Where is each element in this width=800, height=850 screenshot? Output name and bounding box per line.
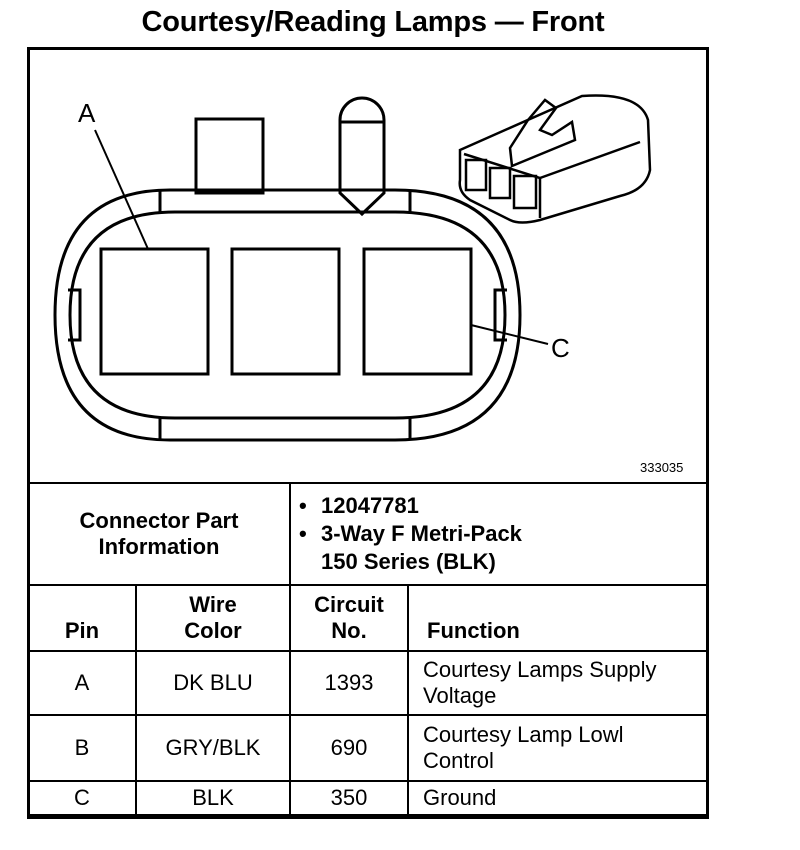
connector-diagram bbox=[53, 94, 652, 442]
function-cell: Courtesy Lamps Supply Voltage bbox=[407, 650, 709, 716]
pin-cell: B bbox=[27, 714, 137, 782]
wire-color-cell: GRY/BLK bbox=[135, 714, 291, 782]
header-wire-line1: Wire bbox=[189, 592, 237, 617]
iso-connector-body bbox=[458, 94, 652, 224]
function-line2: Voltage bbox=[423, 683, 497, 708]
bullet-icon: • bbox=[299, 521, 307, 546]
header-wire-color: Wire Color bbox=[135, 584, 291, 652]
connector-series: 150 Series (BLK) bbox=[321, 549, 496, 574]
left-side-tab bbox=[68, 288, 82, 342]
connector-part-label-text: Connector Part Information bbox=[79, 508, 239, 559]
function-line2: Control bbox=[423, 748, 494, 773]
header-pin: Pin bbox=[27, 584, 137, 652]
bottom-inner-bar bbox=[158, 418, 412, 440]
wire-color-cell: DK BLU bbox=[135, 650, 291, 716]
pin-cell: C bbox=[27, 780, 137, 816]
connector-locking-latch bbox=[338, 96, 386, 217]
function-line1: Courtesy Lamp Lowl bbox=[423, 722, 624, 747]
callout-c-label: C bbox=[551, 333, 570, 363]
connector-part-row: Connector Part Information • 12047781 • 3-… bbox=[27, 482, 709, 586]
function-cell: Ground bbox=[407, 780, 709, 816]
connector-part-details: • 12047781 • 3-Way F Metri-Pack 150 Series… bbox=[289, 482, 709, 586]
table-row: B GRY/BLK 690 Courtesy Lamp Lowl Control bbox=[27, 714, 709, 782]
table-row: A DK BLU 1393 Courtesy Lamps Supply Volt… bbox=[27, 650, 709, 716]
header-wire-line2: Color bbox=[184, 618, 242, 643]
cavity-c bbox=[362, 247, 473, 376]
callout-a-leader bbox=[94, 129, 149, 250]
iso-cavity-2 bbox=[488, 166, 512, 200]
iso-cavity-3 bbox=[512, 174, 538, 210]
callout-a-label: A bbox=[78, 98, 96, 128]
circuit-cell: 1393 bbox=[289, 650, 409, 716]
bullet-icon: • bbox=[299, 493, 307, 518]
diagram-frame bbox=[27, 47, 709, 819]
function-cell: Courtesy Lamp Lowl Control bbox=[407, 714, 709, 782]
iso-connector-top-edge bbox=[539, 140, 641, 180]
cavity-b bbox=[230, 247, 341, 376]
circuit-cell: 350 bbox=[289, 780, 409, 816]
wire-color-cell: BLK bbox=[135, 780, 291, 816]
header-circuit: Circuit No. bbox=[289, 584, 409, 652]
iso-latch bbox=[508, 98, 577, 168]
connector-outer-housing bbox=[53, 188, 522, 442]
callout-c-leader bbox=[470, 324, 549, 345]
connector-part-label: Connector Part Information bbox=[27, 482, 291, 586]
function-line1: Courtesy Lamps Supply bbox=[423, 657, 657, 682]
iso-cavity-1 bbox=[464, 158, 488, 192]
header-circuit-line1: Circuit bbox=[314, 592, 384, 617]
connector-inner-housing bbox=[68, 210, 507, 420]
table-header-row: Pin Wire Color Circuit No. Function bbox=[27, 584, 709, 652]
cavity-a bbox=[99, 247, 210, 376]
table-row: C BLK 350 Ground bbox=[27, 780, 709, 816]
connector-info-table: Connector Part Information • 12047781 • 3-… bbox=[27, 482, 709, 816]
diagram-title: Courtesy/Reading Lamps — Front bbox=[141, 6, 605, 38]
reference-number: 333035 bbox=[640, 460, 684, 475]
circuit-cell: 690 bbox=[289, 714, 409, 782]
pin-cell: A bbox=[27, 650, 137, 716]
header-circuit-line2: No. bbox=[331, 618, 367, 643]
top-inner-bar bbox=[158, 190, 412, 212]
right-side-tab bbox=[493, 288, 507, 342]
connector-top-tab bbox=[194, 117, 265, 195]
part-number: 12047781 bbox=[321, 493, 419, 518]
header-function: Function bbox=[407, 584, 709, 652]
connector-type: 3-Way F Metri-Pack bbox=[321, 521, 522, 546]
